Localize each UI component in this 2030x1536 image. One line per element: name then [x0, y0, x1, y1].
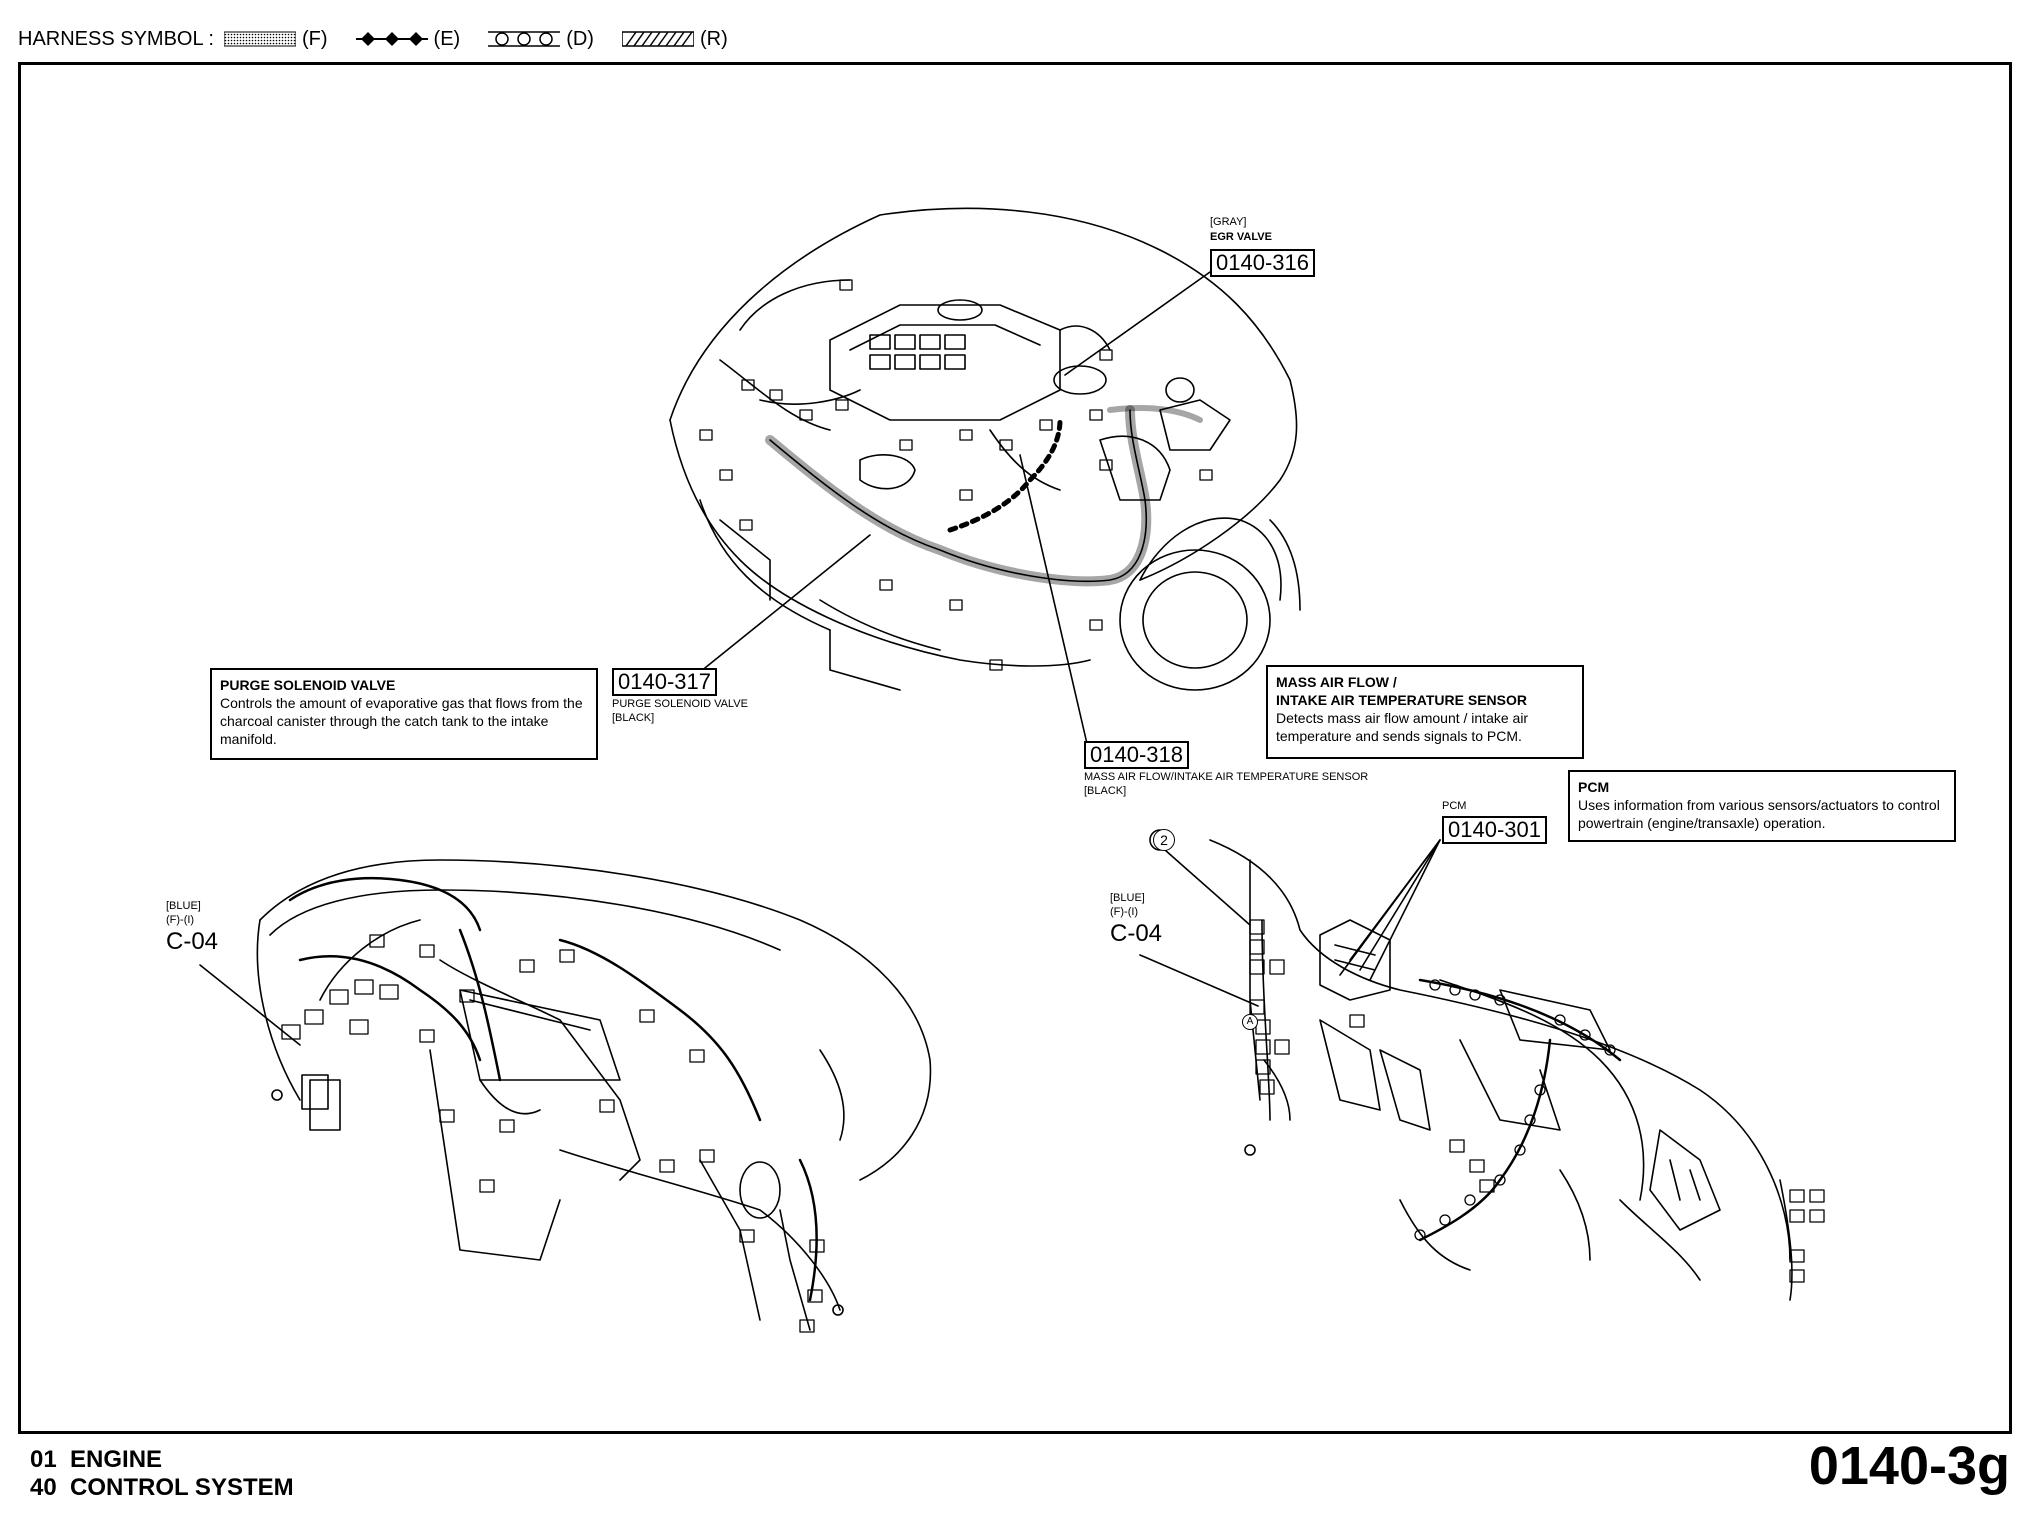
label-317-name: PURGE SOLENOID VALVE: [612, 698, 748, 710]
note-pcm: PCM Uses information from various sensor…: [1568, 770, 1956, 842]
harness-symbol-legend: HARNESS SYMBOL : (F) (E) (D): [18, 24, 746, 54]
diagram-frame: [18, 62, 2012, 1434]
note-maf-title1: MASS AIR FLOW /: [1276, 674, 1397, 690]
label-318-color: [BLACK]: [1084, 785, 1127, 797]
leader-c04-right: [1139, 954, 1259, 1007]
note-pcm-body: Uses information from various sensors/ac…: [1578, 797, 1940, 831]
left-dashboard-drawing: [256, 859, 932, 1333]
label-301-name: PCM: [1442, 800, 1467, 812]
label-318-name: MASS AIR FLOW/INTAKE AIR TEMPERATURE SEN…: [1084, 771, 1369, 783]
legend-item-e: (E): [355, 27, 461, 51]
dotted-band-icon: [223, 31, 296, 47]
connector-c-04-right[interactable]: C-04: [1110, 920, 1163, 947]
callout-a: A: [1242, 1014, 1258, 1030]
label-c04-left-color: [BLUE]: [166, 900, 201, 912]
note-pcm-title: PCM: [1578, 779, 1610, 795]
callout-2: 2: [1153, 829, 1175, 851]
note-maf-body: Detects mass air flow amount / intake ai…: [1276, 710, 1529, 744]
label-316-name: EGR VALVE: [1210, 231, 1272, 243]
footer-num-40: 40: [30, 1474, 57, 1501]
label-317-color: [BLACK]: [612, 712, 655, 724]
legend-item-r: (R): [621, 27, 728, 51]
circle-chain-icon: [488, 31, 561, 47]
label-c04-right-code: (F)-(I): [1110, 906, 1139, 918]
connector-c-04-left[interactable]: C-04: [166, 928, 219, 955]
legend-code-r: (R): [699, 27, 728, 50]
right-dashboard-drawing: [1149, 829, 1825, 1301]
legend-code-e: (E): [433, 27, 461, 50]
connector-0140-301[interactable]: 0140-301: [1442, 816, 1547, 844]
leader-pcm-2: [1359, 839, 1441, 971]
leader-317: [689, 534, 871, 681]
hatched-band-icon: [621, 31, 694, 47]
note-purge-body: Controls the amount of evaporative gas t…: [220, 695, 583, 747]
note-purge-title: PURGE SOLENOID VALVE: [220, 677, 396, 693]
leader-callout-2: [1164, 849, 1251, 926]
connector-0140-318[interactable]: 0140-318: [1084, 741, 1189, 769]
leader-316: [1064, 271, 1211, 376]
label-316-color: [GRAY]: [1210, 216, 1247, 228]
leader-pcm-4: [1369, 839, 1441, 981]
legend-prefix: HARNESS SYMBOL :: [18, 27, 214, 50]
footer-section-control-system: 40 CONTROL SYSTEM: [30, 1474, 294, 1502]
legend-code-f: (F): [301, 27, 328, 50]
note-mass-air-flow-sensor: MASS AIR FLOW / INTAKE AIR TEMPERATURE S…: [1266, 665, 1584, 759]
engine-bay-drawing: [669, 207, 1301, 691]
legend-item-d: (D): [488, 28, 594, 51]
label-c04-left-code: (F)-(I): [166, 914, 195, 926]
footer-text-control-system: CONTROL SYSTEM: [70, 1474, 294, 1501]
page-number: 0140-3g: [1808, 1436, 2010, 1496]
connector-0140-316[interactable]: 0140-316: [1210, 249, 1315, 277]
footer-num-01: 01: [30, 1446, 57, 1473]
legend-item-f: (F): [223, 27, 328, 51]
diamond-chain-icon: [355, 32, 428, 46]
leader-c04-left: [199, 964, 301, 1046]
footer-text-engine: ENGINE: [70, 1446, 163, 1473]
note-maf-title2: INTAKE AIR TEMPERATURE SENSOR: [1276, 692, 1527, 708]
footer-section-engine: 01 ENGINE: [30, 1446, 162, 1474]
legend-code-d: (D): [566, 27, 594, 50]
label-c04-right-color: [BLUE]: [1110, 892, 1145, 904]
connector-0140-317[interactable]: 0140-317: [612, 668, 717, 696]
leader-318: [1019, 454, 1089, 749]
note-purge-solenoid-valve: PURGE SOLENOID VALVE Controls the amount…: [210, 668, 598, 760]
leader-pcm-3: [1339, 839, 1441, 976]
